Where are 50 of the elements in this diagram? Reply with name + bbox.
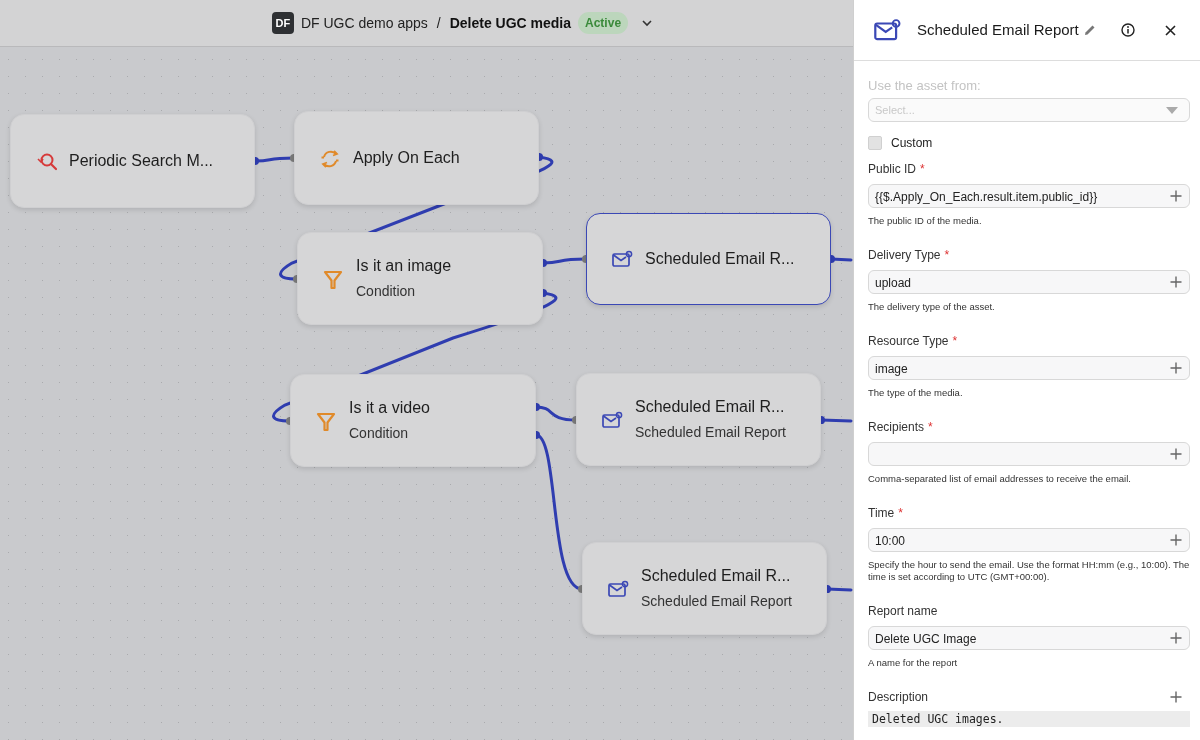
- step-title: Scheduled Email R...: [645, 250, 795, 268]
- step-title: Is it an image: [356, 256, 452, 275]
- help-text: The type of the media.: [868, 387, 964, 399]
- step-title: Periodic Search M...: [69, 152, 214, 170]
- field-label: Resource Type: [868, 334, 949, 348]
- help-text: Comma-separated list of email addresses to receive the email.: [868, 473, 1132, 485]
- step-subtitle: Condition: [356, 282, 416, 299]
- field-label: Public ID: [868, 162, 917, 176]
- step-title: Is it a video: [349, 398, 430, 417]
- flow-name: Delete UGC media: [449, 15, 572, 31]
- field-label: Time: [868, 506, 895, 520]
- required-marker: *: [952, 334, 958, 348]
- step-subtitle: Scheduled Email Report: [635, 423, 786, 440]
- step-card: [586, 213, 831, 305]
- field-label: Delivery Type: [868, 248, 941, 262]
- step-card: [294, 111, 539, 205]
- help-text: The public ID of the media.: [868, 215, 983, 227]
- help-text: The delivery type of the asset.: [868, 301, 996, 313]
- step-title: Apply On Each: [353, 149, 460, 167]
- required-marker: *: [928, 420, 933, 434]
- required-marker: *: [944, 248, 950, 262]
- step-card: [10, 114, 255, 208]
- input-field: 10:00: [868, 528, 1190, 552]
- step-card: [290, 374, 536, 467]
- checkbox-label: Custom: [891, 136, 933, 150]
- field-label: Description: [868, 690, 929, 704]
- step-title: Scheduled Email R...: [635, 397, 785, 416]
- breadcrumb-separator: /: [436, 15, 441, 31]
- help-text: Specify the hour to send the email. Use the format HH:mm (e.g., 10:00). The time is set according to UTC (GMT+00:00).: [868, 559, 1190, 583]
- status-badge: Active: [578, 12, 629, 34]
- workspace-avatar: DF: [271, 12, 294, 34]
- workspace-name: DF UGC demo apps: [300, 15, 428, 31]
- step-card: [297, 232, 543, 325]
- required-marker: *: [898, 506, 903, 520]
- step-card: [582, 542, 827, 635]
- required-marker: *: [920, 162, 925, 176]
- step-subtitle: Scheduled Email Report: [641, 592, 792, 609]
- input-field: image: [868, 356, 1190, 380]
- text-area: Deleted UGC images.: [868, 711, 1190, 727]
- field-label: Recipients: [868, 420, 925, 434]
- step-title: Scheduled Email R...: [641, 566, 791, 585]
- step-subtitle: Condition: [349, 424, 409, 441]
- input-field: upload: [868, 270, 1190, 294]
- step-card: [576, 373, 821, 466]
- field-label: Use the asset from:: [868, 78, 981, 93]
- field-label: Report name: [868, 604, 938, 618]
- input-field: {{$.Apply_On_Each.result.item.public_id}}: [868, 184, 1190, 208]
- input-field: Delete UGC Image: [868, 626, 1190, 650]
- panel-title: Scheduled Email Report: [917, 21, 1079, 38]
- help-text: A name for the report: [868, 657, 959, 669]
